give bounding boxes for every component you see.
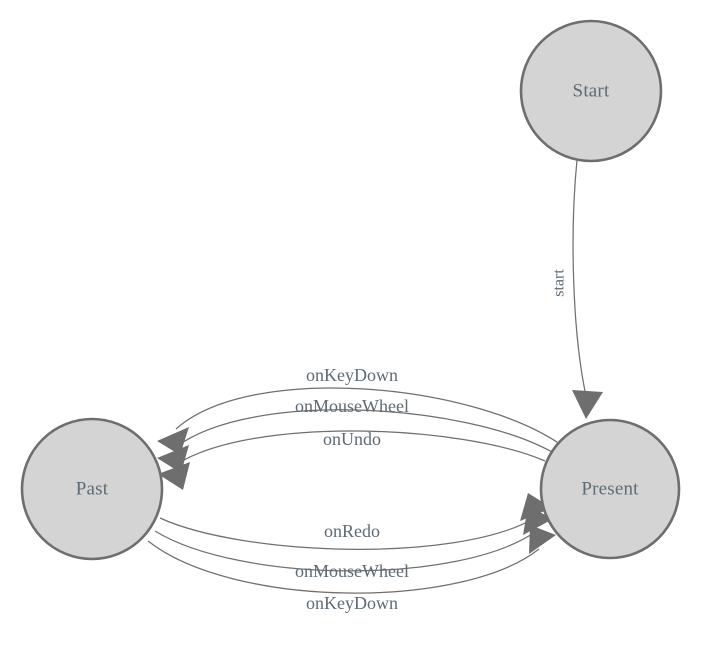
node-start[interactable]: Start — [519, 19, 663, 163]
edge-label-past-present-onredo: onRedo — [324, 521, 380, 541]
node-past[interactable]: Past — [20, 417, 164, 561]
node-present-label: Present — [581, 478, 639, 499]
node-start-label: Start — [573, 80, 610, 101]
node-past-circle — [20, 417, 164, 561]
edge-start-to-present-path — [572, 159, 587, 397]
edge-label-group: onKeyDown onMouseWheel onUndo onRedo onM… — [295, 365, 409, 613]
edge-label-present-past-onundo: onUndo — [323, 429, 381, 449]
edge-label-present-past-onkeydown: onKeyDown — [306, 365, 398, 385]
edge-start-to-present-arrowhead — [572, 390, 603, 419]
edge-label-start: start — [551, 269, 568, 297]
edge-present-to-past-onundo-path — [176, 430, 546, 465]
edge-start-to-present[interactable]: start — [551, 159, 603, 419]
node-past-label: Past — [76, 478, 109, 499]
edge-present-to-past-onkeydown-path — [175, 387, 561, 445]
node-present-circle — [539, 418, 681, 560]
node-present[interactable]: Present — [539, 418, 681, 560]
edge-present-to-past-onundo-arrowhead — [158, 462, 190, 490]
edge-present-to-past-onmousewheel-path — [175, 409, 553, 453]
edge-label-present-past-onmousewheel: onMouseWheel — [295, 396, 409, 416]
edge-present-to-past-onkeydown[interactable] — [157, 387, 561, 455]
node-start-circle — [519, 19, 663, 163]
edge-past-to-present-onkeydown-arrowhead — [529, 525, 556, 554]
edge-label-past-present-onkeydown: onKeyDown — [306, 593, 398, 613]
edge-past-to-present-onkeydown-path — [147, 540, 540, 594]
edge-present-to-past-onkeydown-arrowhead — [157, 427, 189, 455]
edge-past-to-present-onmousewheel-path — [154, 530, 536, 572]
edge-present-to-past-onundo[interactable] — [158, 430, 546, 490]
edge-past-to-present-onkeydown[interactable] — [147, 525, 556, 594]
edge-past-to-present-onredo-path — [159, 517, 534, 550]
edge-label-past-present-onmousewheel: onMouseWheel — [295, 561, 409, 581]
